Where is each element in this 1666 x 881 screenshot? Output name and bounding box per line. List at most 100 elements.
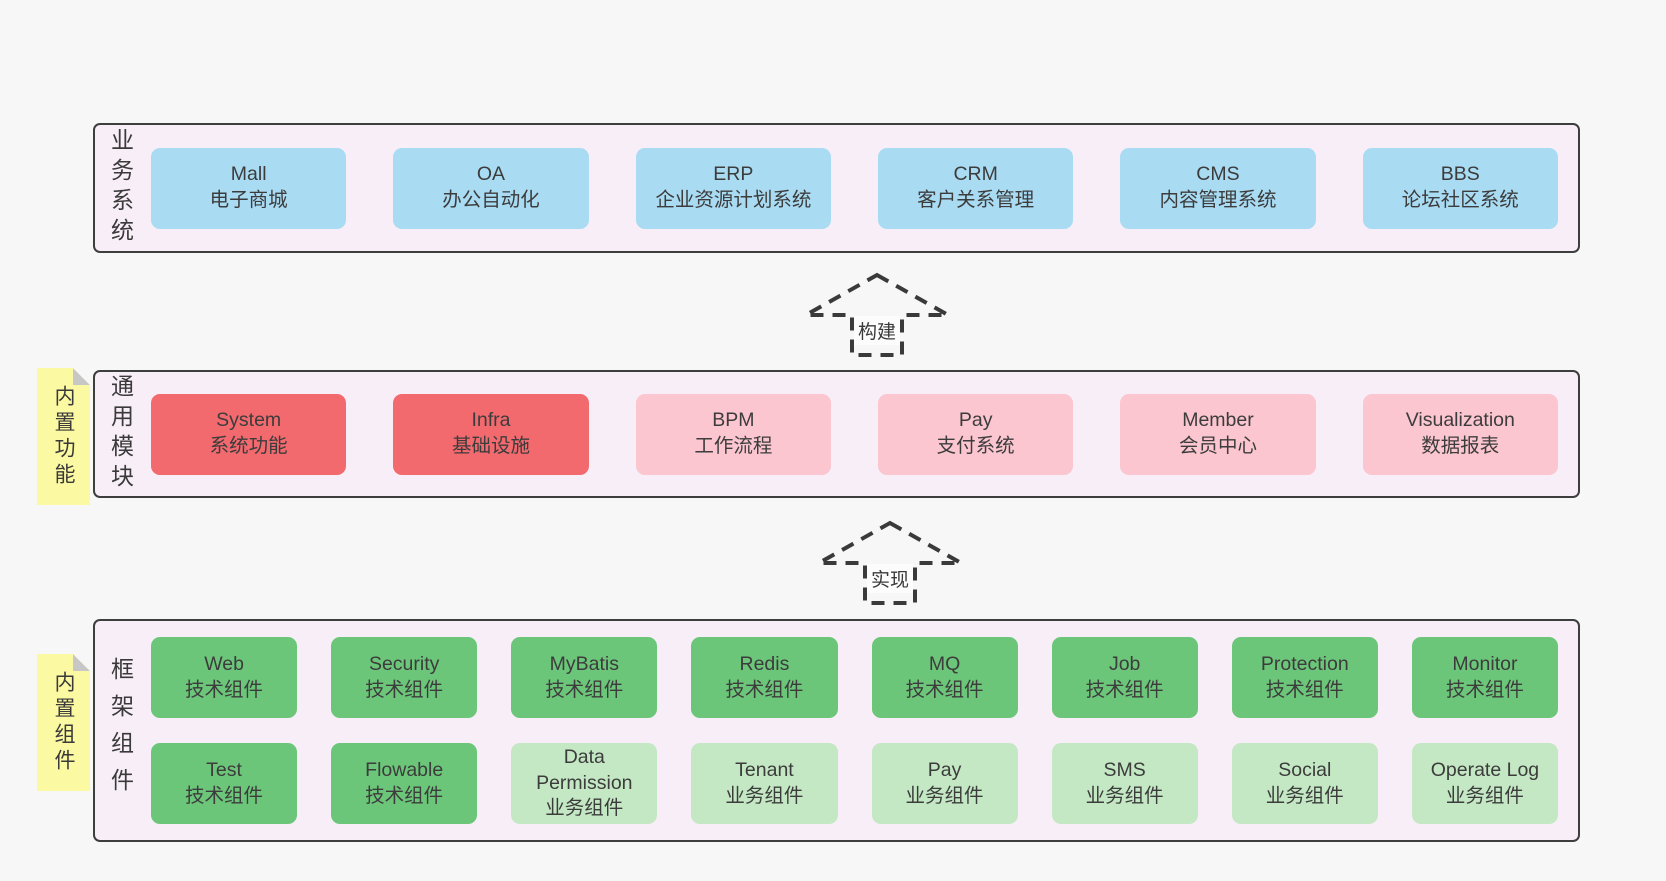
- layer-label-framework-components: 框架组件: [95, 621, 145, 840]
- box-bpm: BPM 工作流程: [635, 393, 831, 475]
- component-name: CRM: [953, 163, 998, 186]
- component-desc: 工作流程: [694, 435, 773, 457]
- box-mq: MQ 技术组件: [871, 637, 1018, 718]
- component-desc: 技术组件: [725, 678, 804, 701]
- component-desc: 客户关系管理: [917, 189, 1035, 211]
- component-name: Redis: [739, 652, 790, 675]
- component-desc: 技术组件: [365, 784, 444, 807]
- layer-label-text: 通用模块: [107, 374, 134, 494]
- box-infra: Infra 基础设施: [393, 393, 589, 475]
- component-desc: 技术组件: [185, 678, 264, 701]
- box-system: System 系统功能: [151, 393, 347, 475]
- component-row: System 系统功能 Infra 基础设施 BPM 工作流程 Pay 支付系统 Member 会…: [151, 393, 1558, 475]
- arrow-implement-label: 实现: [866, 564, 914, 593]
- box-pay: Pay 支付系统: [877, 393, 1074, 475]
- box-tenant: Tenant 业务组件: [691, 743, 838, 824]
- component-name: Security: [368, 652, 440, 675]
- component-desc: 业务组件: [1265, 784, 1344, 807]
- layer-label-business-systems: 业务系统: [95, 125, 145, 251]
- component-desc: 业务组件: [1445, 784, 1524, 807]
- component-name: MyBatis: [549, 652, 619, 675]
- layer-label-common-modules: 通用模块: [95, 372, 145, 496]
- component-desc: 数据报表: [1421, 435, 1500, 457]
- component-desc: 支付系统: [936, 435, 1015, 457]
- component-desc: 基础设施: [451, 435, 530, 457]
- component-desc: 技术组件: [185, 784, 264, 807]
- box-sms: SMS 业务组件: [1051, 743, 1198, 824]
- box-social: Social 业务组件: [1231, 743, 1378, 824]
- layer-label-text: 框架组件: [107, 656, 134, 805]
- component-desc: 业务组件: [905, 784, 984, 807]
- component-name: BPM: [712, 409, 755, 432]
- component-desc: 技术组件: [365, 678, 444, 701]
- sticky-note-text: 内置功能: [52, 384, 75, 489]
- component-name: Web: [204, 652, 244, 675]
- component-name: BBS: [1440, 163, 1480, 186]
- dashed-up-arrow-icon: [815, 520, 965, 605]
- box-visualization: Visualization 数据报表: [1362, 393, 1558, 475]
- folded-corner-icon: [73, 368, 90, 385]
- component-desc: 企业资源计划系统: [655, 189, 812, 211]
- component-desc: 技术组件: [545, 678, 624, 701]
- component-desc: 业务组件: [545, 797, 624, 820]
- component-name: Job: [1108, 652, 1141, 675]
- component-desc: 业务组件: [1085, 784, 1164, 807]
- component-name: Infra: [471, 409, 511, 432]
- folded-corner-icon: [73, 654, 90, 671]
- box-bbs: BBS 论坛社区系统: [1362, 147, 1558, 229]
- component-name: Monitor: [1452, 652, 1518, 675]
- box-redis: Redis 技术组件: [691, 637, 838, 718]
- component-name: CMS: [1196, 163, 1240, 186]
- component-name: SMS: [1103, 758, 1146, 781]
- component-name: Flowable: [365, 758, 444, 781]
- component-name: Tenant: [735, 758, 794, 781]
- arrow-implement: 实现: [815, 520, 965, 606]
- component-name: Data Permission: [536, 745, 633, 794]
- dashed-up-arrow-icon: [802, 272, 952, 357]
- component-desc: 业务组件: [725, 784, 804, 807]
- box-data-permission: Data Permission 业务组件: [511, 743, 658, 824]
- component-name: MQ: [928, 652, 961, 675]
- component-desc: 论坛社区系统: [1401, 189, 1519, 211]
- box-erp: ERP 企业资源计划系统: [635, 147, 831, 229]
- component-name: Test: [206, 758, 242, 781]
- component-name: Member: [1182, 409, 1254, 432]
- component-desc: 内容管理系统: [1159, 189, 1277, 211]
- component-desc: 技术组件: [905, 678, 984, 701]
- arrow-build: 构建: [802, 272, 952, 358]
- component-name: Pay: [958, 409, 993, 432]
- component-desc: 会员中心: [1178, 435, 1257, 457]
- component-name: OA: [476, 163, 506, 186]
- component-name: Operate Log: [1430, 758, 1540, 781]
- sticky-note-text: 内置组件: [52, 670, 75, 775]
- arrow-build-label: 构建: [853, 316, 901, 345]
- box-member: Member 会员中心: [1120, 393, 1316, 475]
- component-name: Protection: [1260, 652, 1349, 675]
- component-name: ERP: [713, 163, 754, 186]
- component-desc: 技术组件: [1445, 678, 1524, 701]
- box-monitor: Monitor 技术组件: [1411, 637, 1558, 718]
- component-name: Visualization: [1405, 409, 1515, 432]
- component-desc: 电子商城: [209, 189, 288, 211]
- box-web: Web 技术组件: [151, 637, 298, 718]
- component-name: System: [216, 409, 282, 432]
- component-desc: 系统功能: [209, 435, 288, 457]
- box-crm: CRM 客户关系管理: [877, 147, 1074, 229]
- component-name: Social: [1278, 758, 1332, 781]
- box-cms: CMS 内容管理系统: [1120, 147, 1316, 229]
- layer-common-modules: 通用模块 System 系统功能 Infra 基础设施 BPM 工作流程 Pay 支付系统 Me…: [93, 370, 1580, 498]
- layer-label-text: 业务系统: [107, 128, 134, 248]
- sticky-note-builtin-components: 内置组件: [37, 654, 90, 791]
